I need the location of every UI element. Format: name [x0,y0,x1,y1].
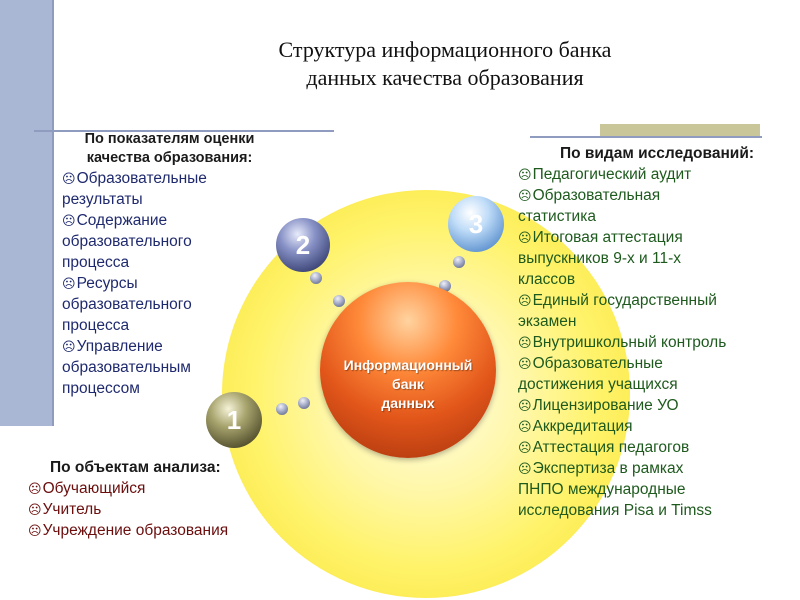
list-item: Учреждение образования [28,520,328,541]
divider-right [530,136,762,138]
core-label: Информационный банк данных [320,356,496,413]
item-line: результаты [62,191,143,208]
list-item: Управление образовательным процессом [62,336,277,399]
connector-dot [333,295,345,307]
right-section-heading: По видам исследований: [559,145,755,162]
list-item: Итоговая аттестация выпускников 9-х и 11… [518,227,796,290]
list-item: Аттестация педагогов [518,437,796,458]
item-line: Лицензирование УО [518,395,796,416]
item-line: Образовательная [518,185,796,206]
title-line-2: данных качества образования [306,65,584,90]
list-item: Ресурсы образовательного процесса [62,273,277,336]
list-item: Содержание образовательного процесса [62,210,277,273]
item-line: экзамен [518,313,577,330]
item-line: классов [518,271,576,288]
item-line: процессом [62,380,140,397]
item-line: Обучающийся [28,478,328,499]
list-item: Образовательная статистика [518,185,796,227]
connector-dot [298,397,310,409]
list-item: Образовательные достижения учащихся [518,353,796,395]
item-line: Экспертиза в рамках [518,458,796,479]
connector-dot [276,403,288,415]
number-ball-1: 1 [206,392,262,448]
item-line: исследования Pisa и Timss [518,502,712,519]
item-line: образовательного [62,233,192,250]
title-line-1: Структура информационного банка [278,37,612,62]
core-sphere [320,282,496,458]
list-item: Аккредитация [518,416,796,437]
item-line: Педагогический аудит [518,164,796,185]
core-label-line: Информационный [343,357,473,373]
list-item: Лицензирование УО [518,395,796,416]
item-line: образовательным [62,359,191,376]
item-line: Ресурсы [62,273,277,294]
left-decor-stripe [0,0,54,426]
list-item: Учитель [28,499,328,520]
bottom-section-heading: По объектам анализа: [50,459,221,476]
number-ball-3: 3 [448,196,504,252]
list-item: Образовательные результаты [62,168,277,210]
page-title: Структура информационного банка данных к… [200,36,690,92]
heading-line: По показателям оценки [84,131,255,147]
item-line: Итоговая аттестация [518,227,796,248]
core-label-line: банк [392,376,424,392]
list-item: Экспертиза в рамках ПНПО международные и… [518,458,796,521]
connector-dot [310,272,322,284]
item-line: ПНПО международные [518,481,686,498]
item-line: процесса [62,254,130,271]
divider-left [34,130,334,132]
item-line: процесса [62,317,130,334]
decor-bar [600,124,760,136]
heading-line: качества образования: [86,150,253,166]
item-line: Образовательные [518,353,796,374]
left-section-heading: По показателям оценки качества образован… [62,130,277,168]
item-line: Внутришкольный контроль [518,332,796,353]
item-line: достижения учащихся [518,376,678,393]
item-line: Содержание [62,210,277,231]
item-line: образовательного [62,296,192,313]
list-item: Внутришкольный контроль [518,332,796,353]
right-section: По видам исследований: Педагогический ау… [518,143,796,521]
list-item: Педагогический аудит [518,164,796,185]
connector-dot [453,256,465,268]
item-line: Управление [62,336,277,357]
number-ball-2: 2 [276,218,330,272]
list-item: Обучающийся [28,478,328,499]
item-line: Единый государственный [518,290,796,311]
item-line: статистика [518,208,596,225]
item-line: выпускников 9-х и 11-х [518,250,682,267]
item-line: Аккредитация [518,416,796,437]
item-line: Учитель [28,499,328,520]
list-item: Единый государственный экзамен [518,290,796,332]
bottom-section: По объектам анализа: Обучающийся Учитель… [28,457,328,541]
item-line: Аттестация педагогов [518,437,796,458]
left-section: По показателям оценки качества образован… [62,130,277,399]
item-line: Учреждение образования [28,520,328,541]
item-line: Образовательные [62,168,277,189]
core-label-line: данных [381,395,435,411]
